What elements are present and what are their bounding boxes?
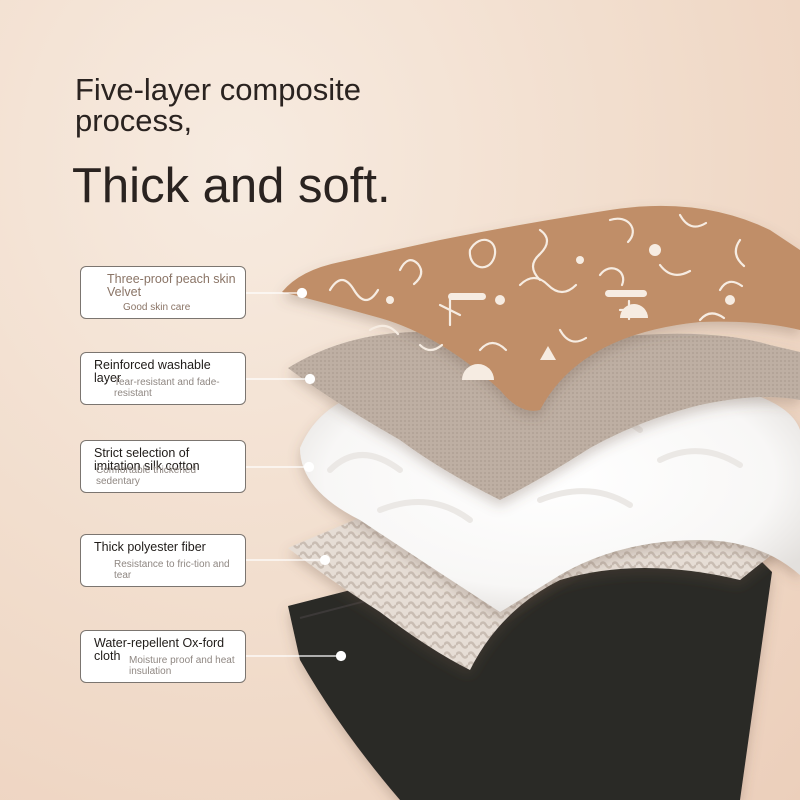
callout-subtitle: Moisture proof and heat insulation [129,655,235,677]
callout-washable-layer: Reinforced washable layer Tear-resistant… [80,352,246,405]
callout-subtitle: Good skin care [123,302,191,313]
washable-layer [288,331,800,500]
callout-silk-cotton: Strict selection of imitation silk cotto… [80,440,246,493]
callout-title: Thick polyester fiber [94,540,206,554]
callout-title: Strict selection of imitation silk cotto… [94,446,200,473]
callout-peach-velvet: Three-proof peach skin Velvet Good skin … [80,266,246,319]
leader-lines [246,287,347,662]
callout-subtitle: Resistance to fric-tion and tear [114,559,230,581]
callout-polyester-fiber: Thick polyester fiber Resistance to fric… [80,534,246,587]
headline-line-2: Thick and soft. [72,159,391,213]
callout-subtitle: Comfortable thickened sedentary [96,465,197,487]
headline-line-1: Five-layer composite process, [75,72,361,138]
callout-title: Water-repellent Ox-ford cloth [94,636,225,663]
callout-title: Reinforced washable layer [94,358,211,385]
peach-velvet-layer [282,205,800,411]
callout-oxford-cloth: Water-repellent Ox-ford cloth Moisture p… [80,630,246,683]
callout-title: Three-proof peach skin Velvet [107,272,236,299]
callout-subtitle: Tear-resistant and fade-resistant [114,377,220,399]
